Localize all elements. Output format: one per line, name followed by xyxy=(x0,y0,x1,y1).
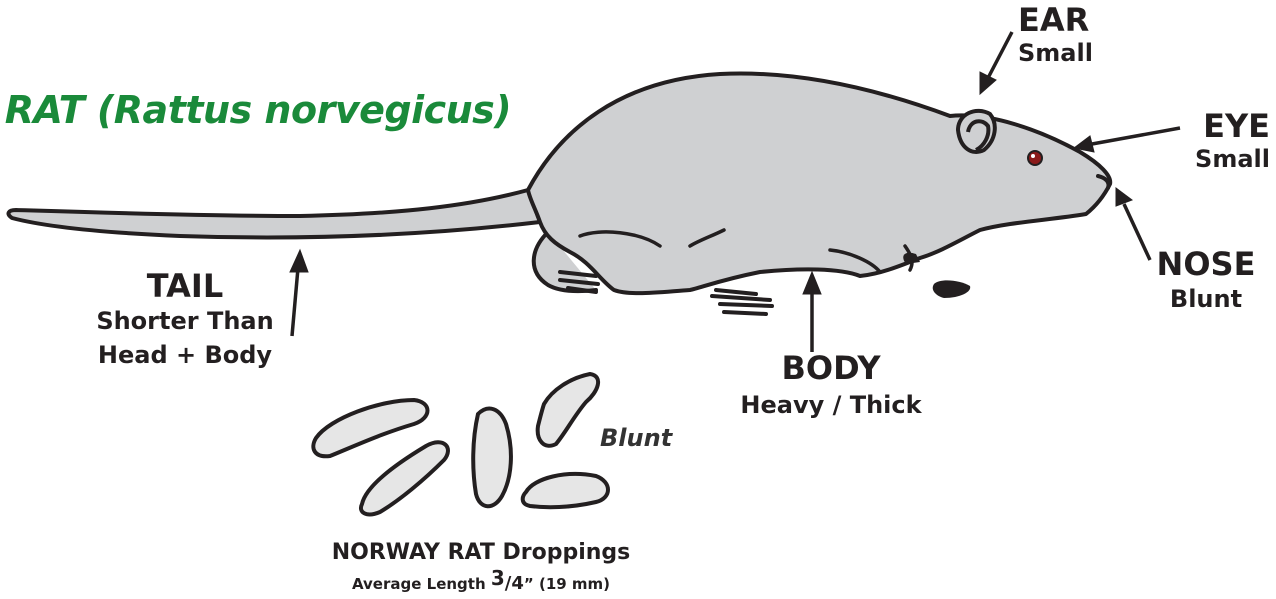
tail-label-name: TAIL xyxy=(70,268,300,304)
droppings-length-suffix: ” (19 mm) xyxy=(524,575,610,593)
droppings-length-num: 3 xyxy=(491,566,505,590)
droppings-length-den: /4 xyxy=(505,573,524,594)
nose-label-desc: Blunt xyxy=(1150,282,1262,316)
dropping-1 xyxy=(313,400,427,456)
dropping-2 xyxy=(361,442,448,514)
tail-label-desc-line2: Head + Body xyxy=(70,338,300,372)
eye-label-name: EYE xyxy=(1170,108,1270,144)
ear-label-desc: Small xyxy=(1018,38,1108,68)
tail-label: TAIL Shorter Than Head + Body xyxy=(70,268,300,372)
dropping-4 xyxy=(538,374,598,446)
eye-label-desc: Small xyxy=(1170,144,1270,174)
droppings-length-prefix: Average Length xyxy=(352,575,491,593)
arrow-body xyxy=(803,272,821,352)
eye-label: EYE Small xyxy=(1170,108,1270,174)
tail-label-desc-line1: Shorter Than xyxy=(70,304,300,338)
rat-body xyxy=(528,73,1110,293)
droppings-length: Average Length 3/4” (19 mm) xyxy=(300,566,662,594)
arrow-ear xyxy=(980,32,1012,94)
nose-label: NOSE Blunt xyxy=(1150,246,1262,316)
dropping-5 xyxy=(523,474,608,507)
body-label-name: BODY xyxy=(720,350,942,386)
rat-eye xyxy=(1028,151,1042,165)
rat-tail xyxy=(9,190,540,237)
rat-middle-foot xyxy=(712,290,772,314)
body-label-desc: Heavy / Thick xyxy=(720,386,942,424)
ear-label: EAR Small xyxy=(1018,2,1108,68)
diagram-title: Y RAT (Rattus norvegicus) xyxy=(0,88,511,132)
body-label: BODY Heavy / Thick xyxy=(720,350,942,424)
nose-label-name: NOSE xyxy=(1150,246,1262,282)
dropping-3 xyxy=(473,409,511,507)
droppings-shape-note: Blunt xyxy=(600,424,672,452)
droppings-title: NORWAY RAT Droppings xyxy=(300,540,662,565)
droppings-illustration xyxy=(313,374,608,514)
ear-label-name: EAR xyxy=(1018,2,1108,38)
arrow-nose xyxy=(1116,188,1150,260)
arrow-eye xyxy=(1074,128,1180,152)
